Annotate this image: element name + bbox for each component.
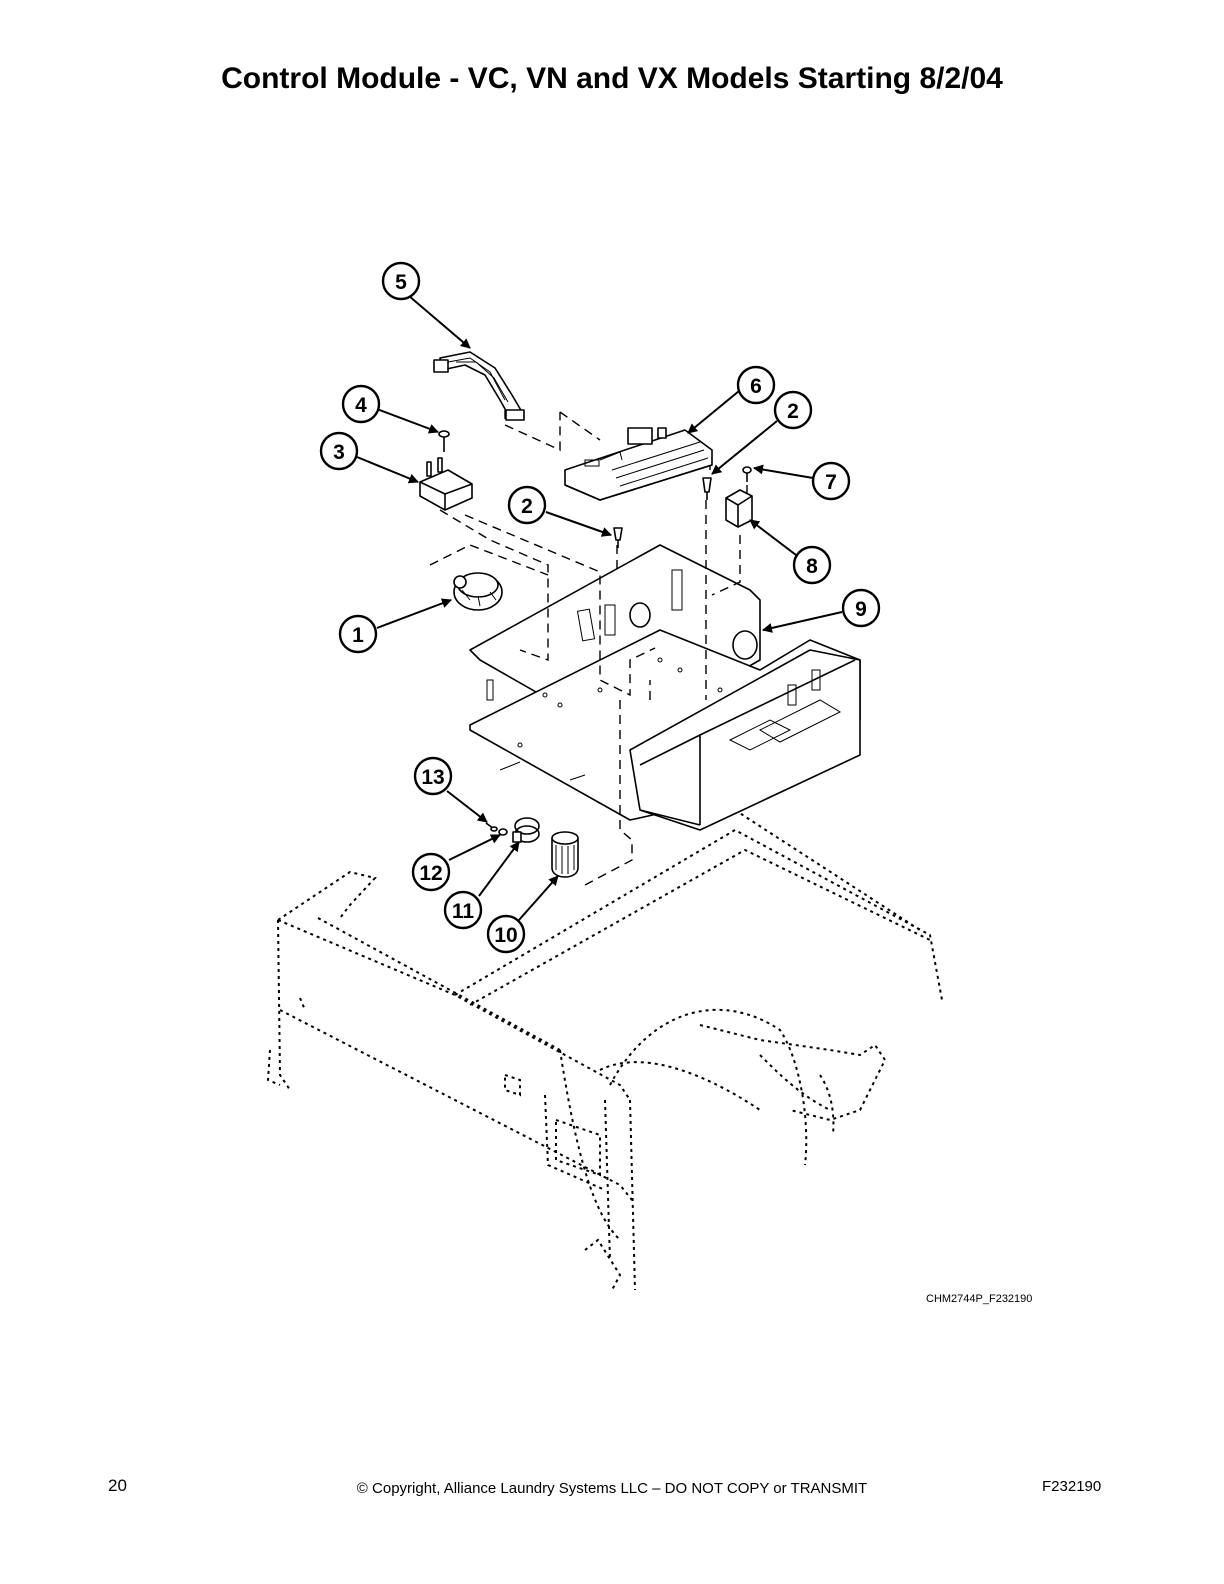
page-number: 20	[108, 1476, 127, 1495]
callout-label: 12	[419, 862, 442, 885]
callout-label: 8	[806, 555, 818, 578]
callout-label: 1	[352, 624, 364, 647]
rotary-switch	[453, 572, 503, 611]
callout-11: 11	[443, 890, 483, 930]
callout-label: 7	[825, 471, 837, 494]
transformer-block	[419, 457, 473, 511]
small-screw	[742, 466, 752, 482]
callout-label: 13	[421, 766, 444, 789]
callout-3: 3	[319, 431, 359, 471]
callout-1: 1	[338, 614, 378, 654]
assembly-guide-lines	[429, 410, 748, 886]
copyright-notice: © Copyright, Alliance Laundry Systems LL…	[356, 1480, 868, 1497]
callout-label: 2	[521, 495, 533, 518]
callout-10: 10	[486, 914, 526, 954]
callout-4: 4	[341, 384, 381, 424]
callout-2-left: 2	[507, 485, 547, 525]
page-title: Control Module - VC, VN and VX Models St…	[221, 62, 1003, 95]
callout-13: 13	[413, 756, 453, 796]
control-box-chassis	[469, 544, 861, 831]
standoff-left	[613, 527, 623, 548]
control-board	[564, 427, 713, 501]
callout-2-right: 2	[773, 390, 813, 430]
callout-label: 6	[750, 375, 762, 398]
callout-label: 10	[494, 924, 517, 947]
callout-label: 9	[855, 598, 867, 621]
callout-6: 6	[736, 365, 776, 405]
machine-frame-outline	[266, 809, 943, 1291]
ribbon-cable	[433, 351, 525, 421]
callout-label: 4	[355, 394, 367, 417]
capacitor	[551, 831, 579, 878]
callout-8: 8	[792, 545, 832, 585]
callout-7: 7	[811, 461, 851, 501]
document-code: F232190	[1042, 1478, 1102, 1495]
clamp-screw	[485, 822, 498, 832]
callout-9: 9	[841, 588, 881, 628]
callout-5: 5	[381, 261, 421, 301]
callout-label: 2	[787, 400, 799, 423]
callout-label: 3	[333, 441, 345, 464]
leader-lines	[356, 295, 843, 921]
standoff-right	[702, 477, 712, 500]
capacitor-clamp	[512, 817, 540, 843]
screw	[438, 430, 450, 452]
callout-label: 11	[452, 900, 475, 923]
drawing-code: CHM2744P_F232190	[926, 1293, 1033, 1305]
callout-label: 5	[395, 271, 407, 294]
washer	[498, 828, 508, 836]
callout-12: 12	[411, 852, 451, 892]
relay	[725, 489, 753, 528]
